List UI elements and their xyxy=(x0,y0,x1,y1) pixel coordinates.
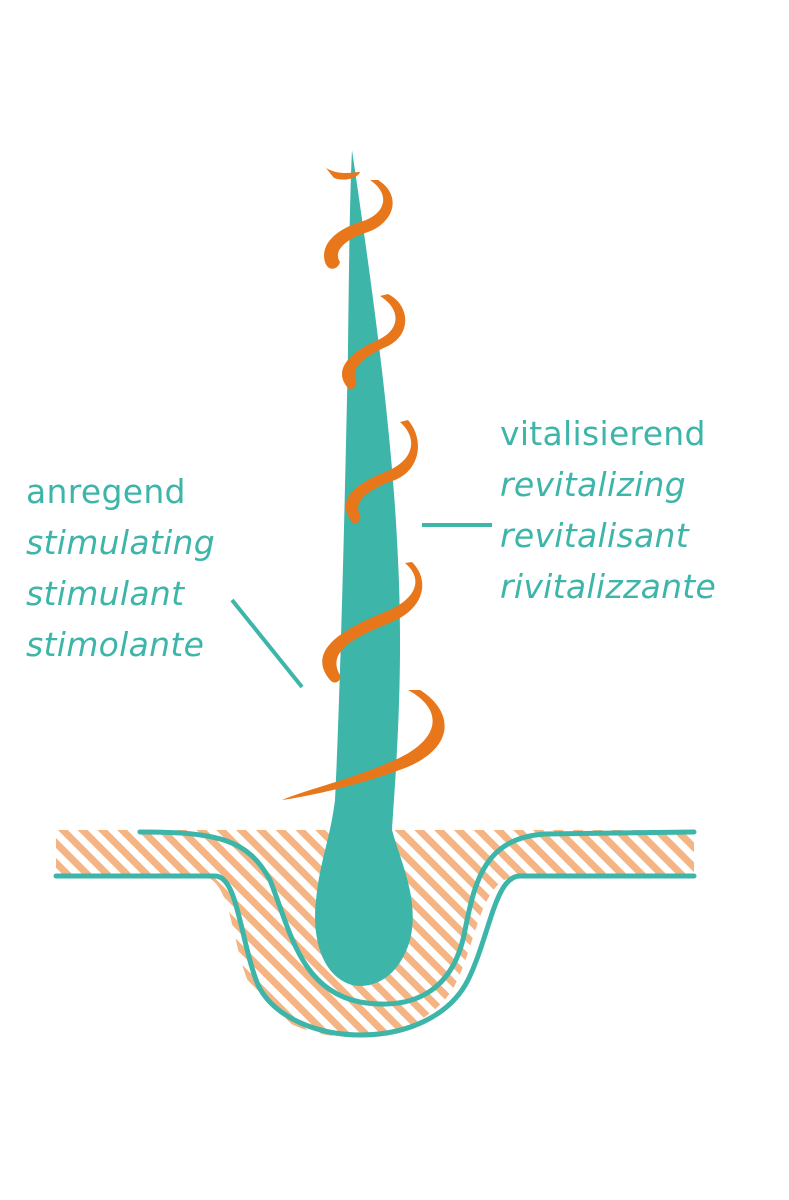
label-translation-english: stimulating xyxy=(26,523,216,562)
left-label-block: anregend stimulating stimulant stimolant… xyxy=(26,466,215,670)
right-label-block: vitalisierend revitalizing revitalisant … xyxy=(500,408,716,612)
left-pointer-line xyxy=(230,598,304,689)
label-main-german: anregend xyxy=(26,472,186,511)
label-translation-italian: stimolante xyxy=(26,625,205,664)
orange-spiral-icon xyxy=(282,168,445,800)
label-translation-french: revitalisant xyxy=(500,516,689,555)
hair-strand-icon xyxy=(315,150,413,986)
label-main-german: vitalisierend xyxy=(500,414,706,453)
label-translation-english: revitalizing xyxy=(500,465,687,504)
label-translation-italian: rivitalizzante xyxy=(500,567,717,606)
label-translation-french: stimulant xyxy=(26,574,185,613)
follicle-inner-outline xyxy=(137,829,697,1007)
skin-outer-outline xyxy=(53,873,697,1038)
